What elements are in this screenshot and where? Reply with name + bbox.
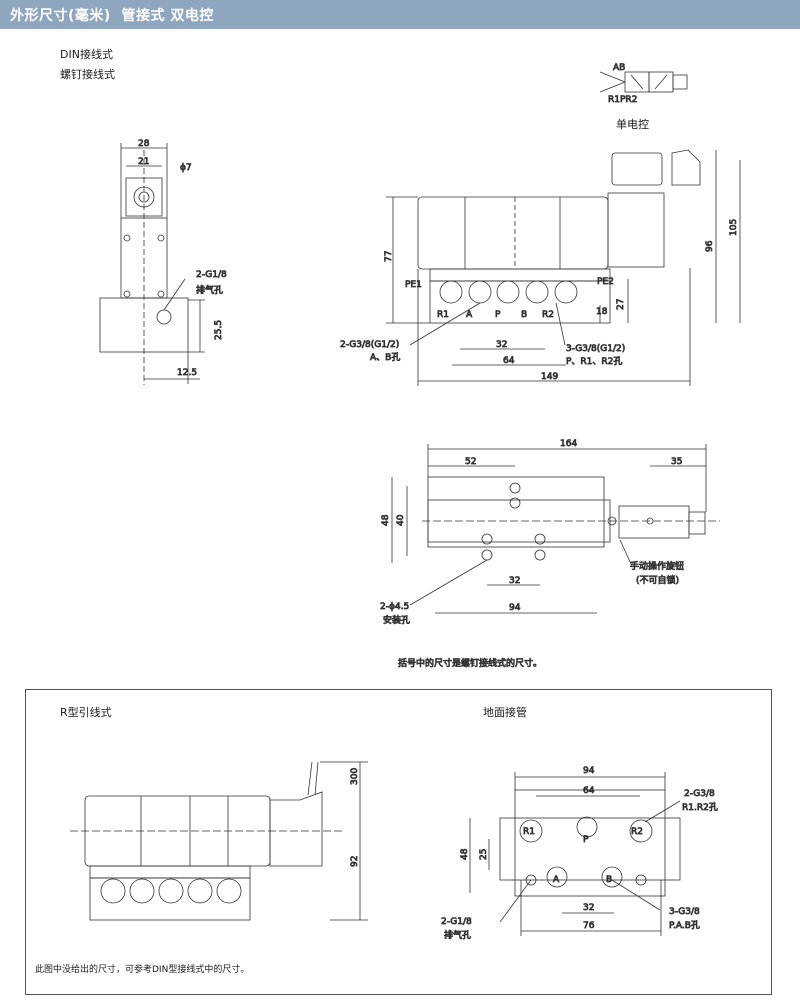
front-view [386,149,741,386]
floor-port-b: B [606,875,612,885]
front-d64: 64 [503,356,515,366]
front-port-r2: R2 [542,310,554,320]
front-d18: 18 [596,307,608,317]
front-d105: 105 [729,219,739,236]
front-d96: 96 [705,240,715,252]
front-g38-ab: 2-G3/8(G1/2) [340,340,399,350]
front-ab-hole: A、B孔 [370,352,400,363]
side-exhaust: 排气孔 [196,284,223,296]
side-d25-5: 25.5 [214,320,224,340]
front-d32: 32 [496,340,507,350]
floor-port-a: A [553,875,560,885]
front-p-hole: P、R1、R2孔 [566,356,622,367]
front-g38-p: 3-G3/8(G1/2) [566,344,625,354]
screw-label: 螺钉接线式 [60,68,115,81]
side-g18: 2-G1/8 [196,270,227,280]
bottom-panel [25,689,772,995]
top-d52: 52 [465,457,476,467]
top-knob: 手动操作旋钮 [630,560,684,572]
valve-symbol [599,71,688,93]
symbol-ports-top: AB [613,63,625,73]
single-control-label: 单电控 [616,118,649,131]
top-no-lock: (不可自锁) [636,574,679,586]
r-type-title: R型引线式 [60,706,112,719]
floor-d25: 25 [479,849,489,860]
symbol-ports-bottom: R1PR2 [608,95,637,105]
side-d12-5: 12.5 [177,368,197,378]
front-d27: 27 [616,299,626,310]
top-d94: 94 [509,603,521,613]
top-d164: 164 [560,439,577,449]
top-mount: 安装孔 [383,614,410,626]
floor-port-p: P [583,835,589,845]
floor-d76: 76 [583,921,595,931]
top-d48: 48 [381,514,391,526]
floor-r12: R1.R2孔 [682,802,718,813]
floor-port-r1: R1 [523,827,535,837]
front-port-r1: R1 [437,310,449,320]
top-view [391,444,720,614]
floor-g38: 2-G3/8 [684,789,715,799]
floor-d94: 94 [583,766,595,776]
floor-g18: 2-G1/8 [441,917,472,927]
front-port-p: P [495,310,501,320]
note-brackets: 括号中的尺寸是螺钉接线式的尺寸。 [398,657,542,669]
top-d35: 35 [671,457,682,467]
r-type-view [70,761,368,921]
note-reference: 此图中没给出的尺寸，可参考DIN型接线式中的尺寸。 [35,965,250,975]
floor-piping-title: 地面接管 [483,706,527,719]
floor-pab: P.A.B孔 [669,920,700,931]
floor-d64: 64 [583,786,595,796]
front-port-b: B [521,310,527,320]
top-d40: 40 [396,514,406,526]
floor-g38b: 3-G3/8 [669,907,700,917]
r-d92: 92 [350,856,360,867]
side-d28: 28 [138,139,150,149]
side-view [99,143,205,385]
front-pe1: PE1 [405,280,422,290]
front-port-a: A [466,310,473,320]
din-label: DIN接线式 [60,48,113,61]
floor-port-r2: R2 [631,827,643,837]
top-phi45: 2-ϕ4.5 [380,602,409,612]
front-pe2: PE2 [597,277,614,287]
floor-d48: 48 [460,848,470,860]
floor-view [469,772,681,936]
side-phi7: ϕ7 [180,163,192,173]
side-d21: 21 [138,157,149,167]
section-header: 外形尺寸(毫米) 管接式 双电控 [0,0,800,29]
front-d77: 77 [384,251,394,262]
section-title: 外形尺寸(毫米) 管接式 双电控 [10,8,214,24]
floor-d32: 32 [583,903,594,913]
r-d300: 300 [350,768,360,785]
front-d149: 149 [541,372,558,382]
top-d32: 32 [509,576,520,586]
floor-exhaust: 排气孔 [444,929,471,941]
